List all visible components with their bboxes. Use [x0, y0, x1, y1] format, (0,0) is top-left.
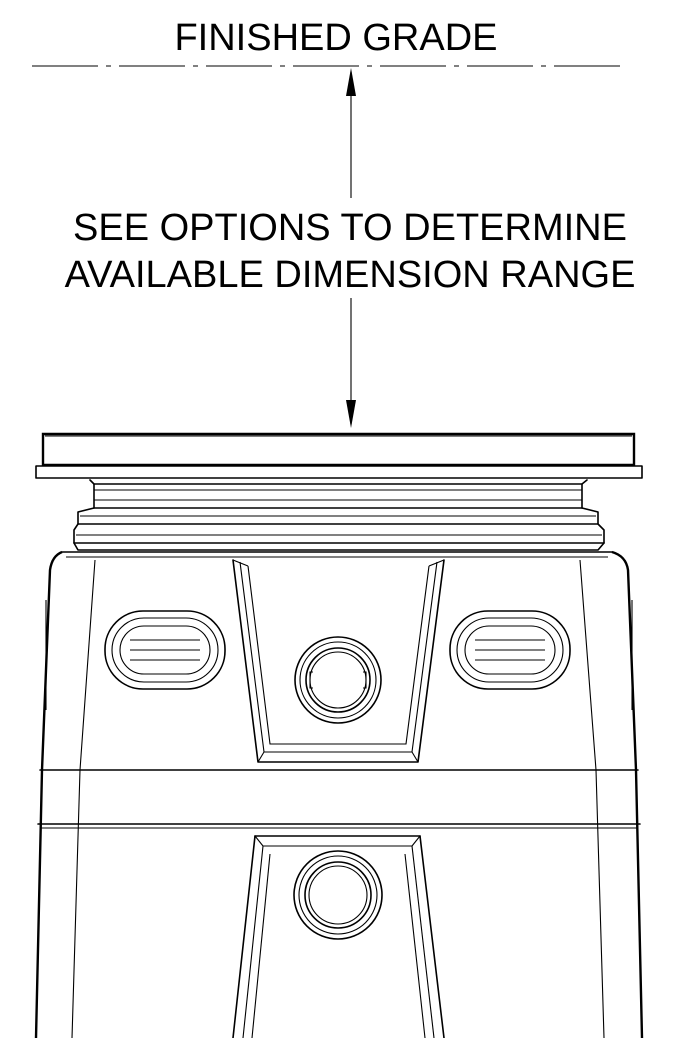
arrow-down-icon [346, 400, 356, 428]
finished-grade-label: FINISHED GRADE [174, 17, 497, 59]
riser-rings [73, 479, 605, 551]
upper-inlet-port [294, 636, 382, 724]
tank-lid [35, 432, 643, 479]
lower-recess [232, 835, 445, 1038]
upper-recess [232, 559, 445, 763]
dimension-line [346, 68, 356, 428]
lower-outlet-port [293, 850, 383, 940]
left-handle [104, 610, 226, 690]
dimension-note-line-1: SEE OPTIONS TO DETERMINE [73, 207, 627, 249]
dimension-note-line-2: AVAILABLE DIMENSION RANGE [65, 254, 636, 296]
arrow-up-icon [346, 68, 356, 96]
right-handle [449, 610, 571, 690]
tank-body [34, 550, 644, 1038]
